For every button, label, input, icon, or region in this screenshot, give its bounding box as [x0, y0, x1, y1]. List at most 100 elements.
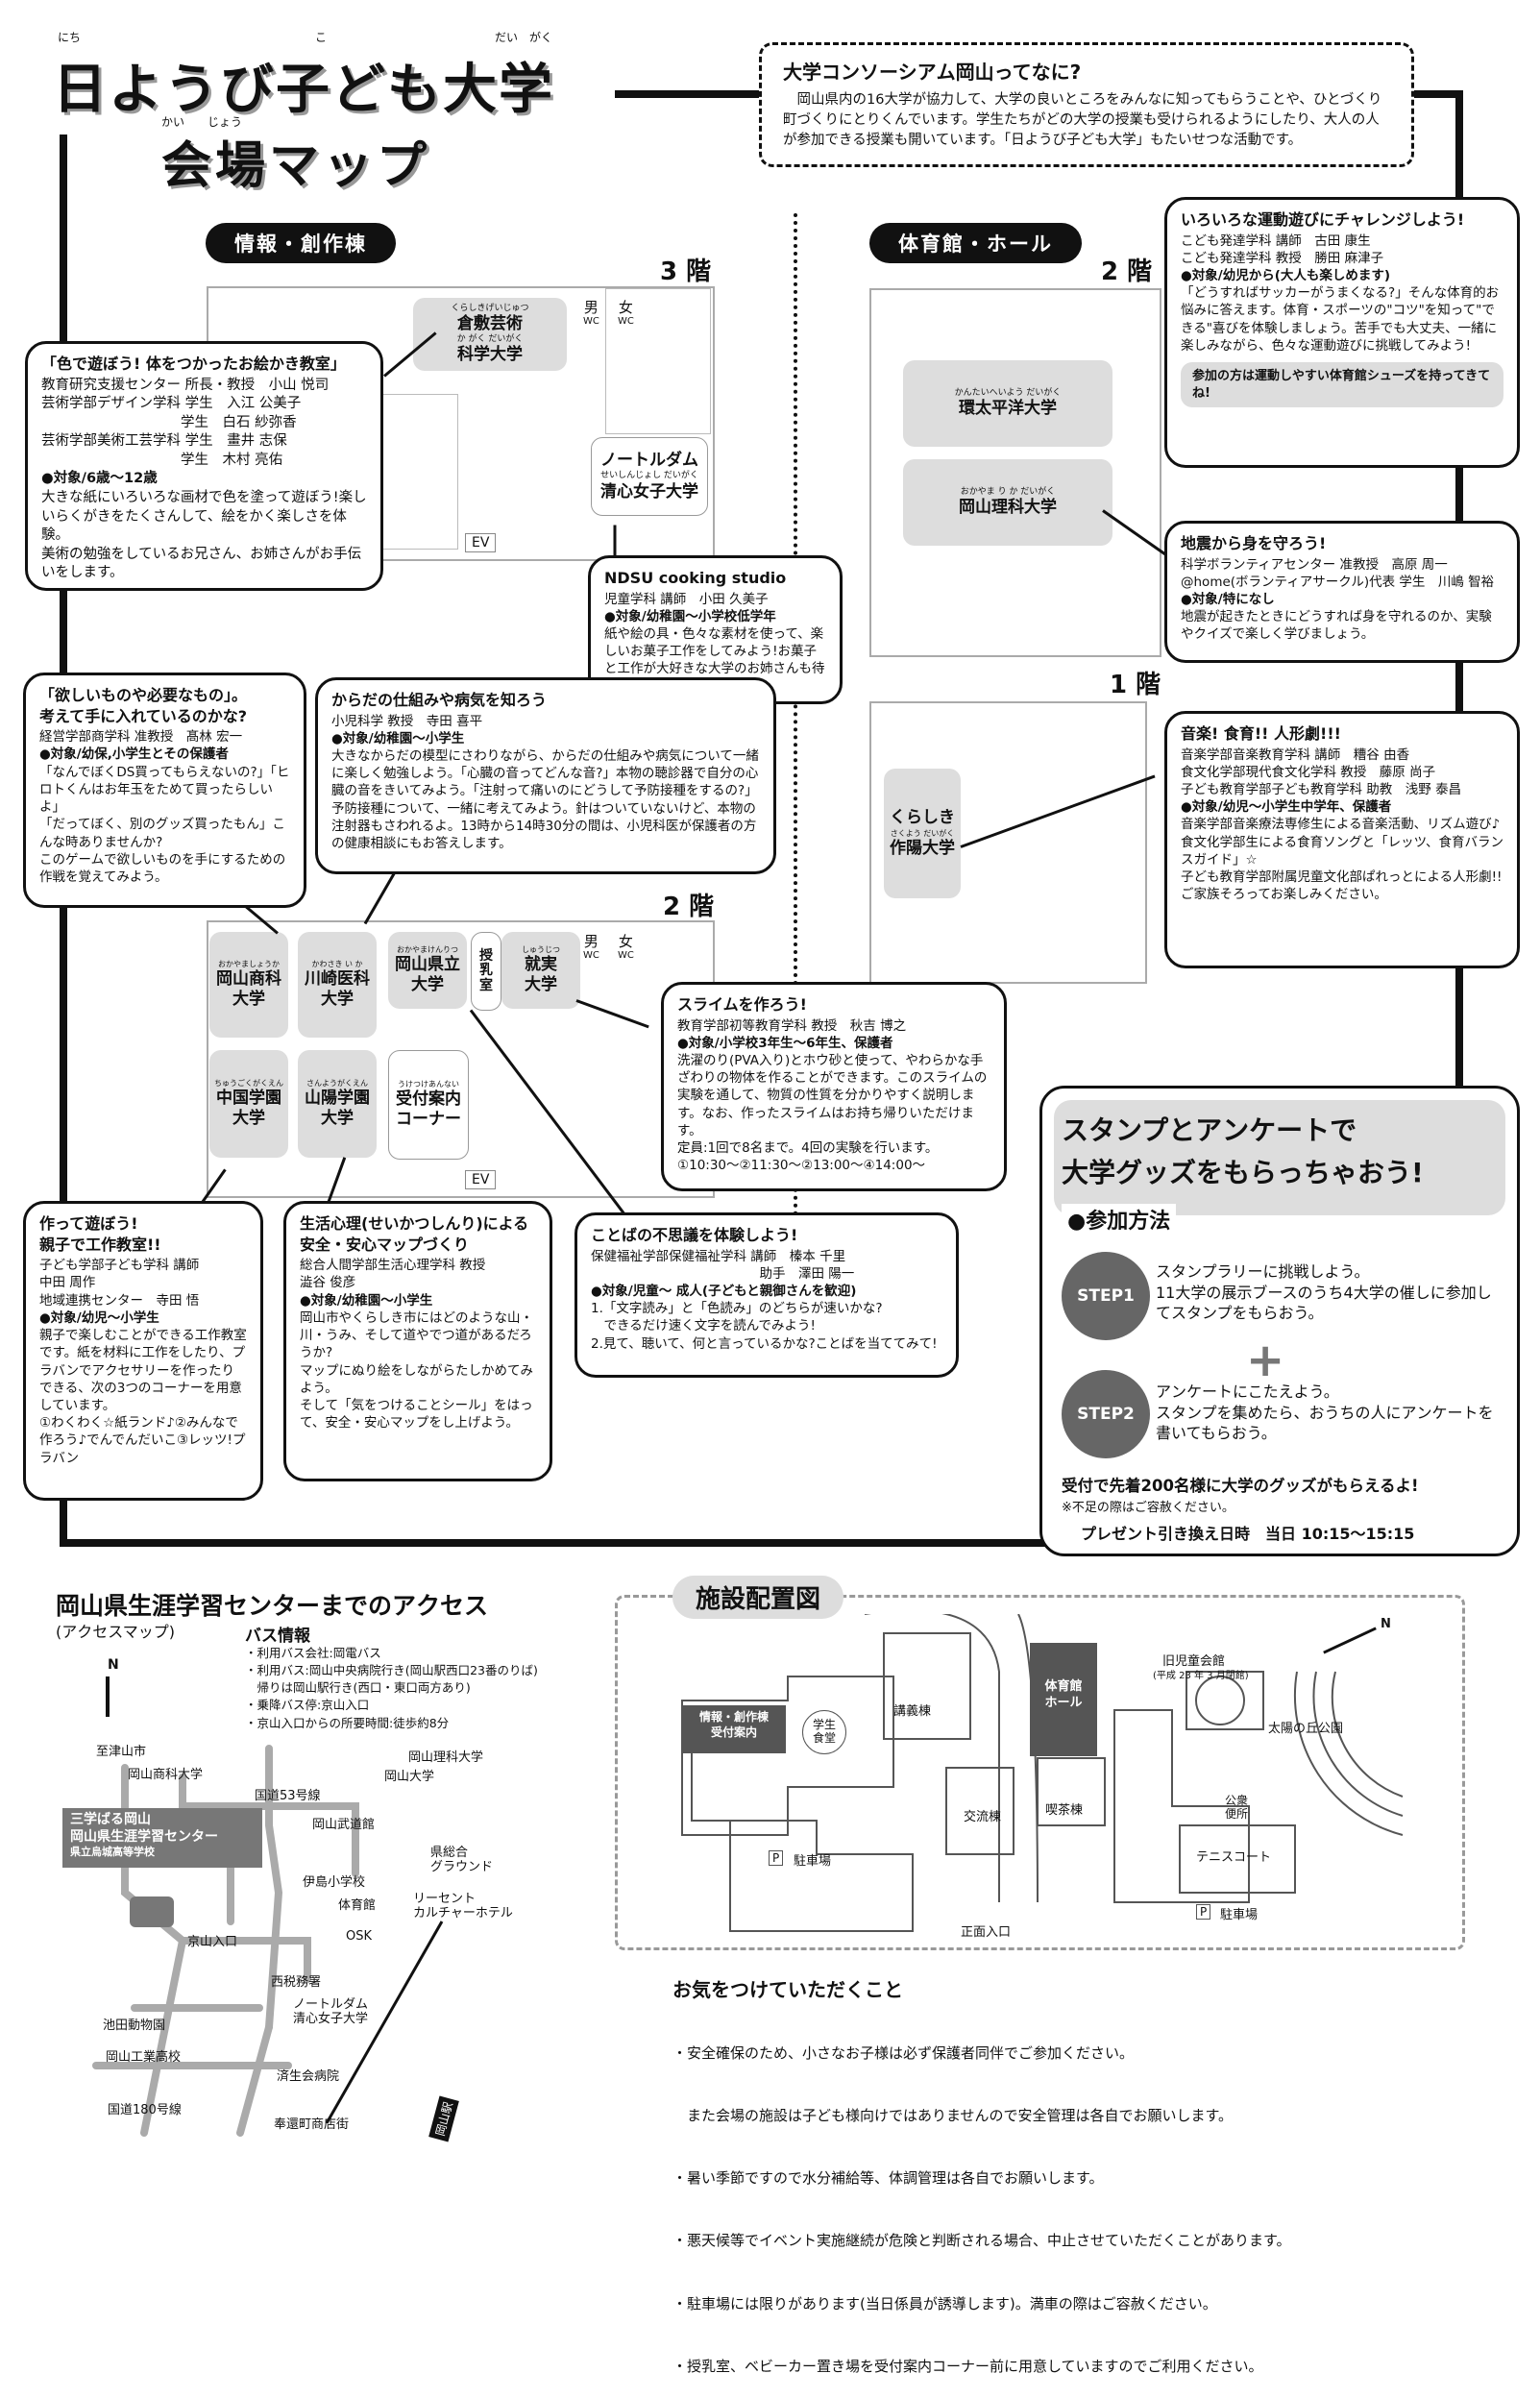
- divider-dotted: [794, 213, 797, 1232]
- page-subtitle: 会場マップ: [161, 137, 431, 195]
- room-okayama-shoka[interactable]: おかやましょうか 岡山商科 大学: [209, 932, 288, 1038]
- stamp-exchange: プレゼント引き換え日時 当日 10:15〜15:15: [1081, 1525, 1415, 1543]
- plus-icon: +: [1246, 1334, 1285, 1387]
- layout-label-kogi: 講義棟: [893, 1704, 932, 1719]
- ruby-ko: こ: [315, 31, 328, 44]
- ev-3f: EV: [465, 533, 497, 552]
- map-label-ijima: 伊島小学校: [303, 1875, 366, 1890]
- layout-label-gakusei: 学生 食堂: [802, 1710, 846, 1754]
- stamp-title-2: 大学グッズをもらっちゃおう!: [1062, 1157, 1424, 1188]
- room-okayama-rika[interactable]: おかやま り か だいがく 岡山理科大学: [903, 459, 1112, 546]
- layout-label-kyuu: 旧児童会館: [1162, 1654, 1226, 1669]
- room-chugoku-gakuen[interactable]: ちゅうごくがくえん 中国学園 大学: [209, 1050, 288, 1158]
- map-label-taiikukan: 体育館: [338, 1898, 377, 1913]
- bus-title: バス情報: [245, 1627, 310, 1646]
- layout-label-koryu: 交流棟: [964, 1810, 1002, 1824]
- section-label-left: 情報・創作棟: [206, 223, 396, 263]
- map-label-shitsuyama: 至津山市: [96, 1745, 147, 1759]
- stamp-note: ※不足の際はご容赦ください。: [1062, 1501, 1234, 1515]
- map-label-ground: 県総合 グラウンド: [430, 1846, 494, 1874]
- consortium-title: 大学コンソーシアム岡山ってなに?: [783, 61, 1082, 84]
- ev-2f: EV: [465, 1170, 497, 1189]
- layout-label-p1: P: [769, 1850, 784, 1866]
- title-ruby-row: にち こ だい がく: [58, 29, 634, 48]
- layout-map-box: [615, 1595, 1465, 1950]
- plan-room: [379, 394, 458, 550]
- room-okayama-kenritsu[interactable]: おかやまけんりつ 岡山県立 大学: [388, 932, 467, 1009]
- bubble-tail: [363, 869, 398, 925]
- room-uketsuke[interactable]: うけつけあんない 受付案内 コーナー: [388, 1050, 469, 1160]
- room-sanyo-gakuen[interactable]: さんようがくえん 山陽学園 大学: [298, 1050, 377, 1158]
- layout-label-toilet: 公衆 便所: [1225, 1794, 1249, 1821]
- bubble-karada: からだの仕組みや病気を知ろう 小児科学 教授 寺田 喜平 ●対象/幼稚園〜小学生…: [315, 677, 776, 874]
- map-label-kogyo: 岡山工業高校: [106, 2050, 182, 2065]
- bubble-oekaki: 「色で遊ぼう! 体をつかったお絵かき教室」 教育研究支援センター 所長・教授 小…: [25, 341, 383, 591]
- notice-list: ・安全確保のため、小さなお子様は必ず保護者同伴でご参加ください。 また会場の施設…: [672, 2001, 1291, 2398]
- notice-title: お気をつけていただくこと: [672, 1978, 903, 2001]
- map-label-hoshikan: 奉還町商店街: [274, 2117, 350, 2132]
- north-arrow: N: [108, 1657, 119, 1673]
- access-subtitle: (アクセスマップ): [56, 1623, 176, 1641]
- layout-label-p2: P: [1196, 1904, 1211, 1920]
- floor-left-2: 2 階: [663, 893, 715, 921]
- route-line: [60, 1539, 1462, 1547]
- stamp-prize: 受付で先着200名様に大学のグッズがもらえるよ!: [1062, 1477, 1419, 1495]
- center-label-box: 三学ばる岡山 岡山県生涯学習センター 県立烏城高等学校: [62, 1808, 262, 1868]
- section-label-right: 体育館・ホール: [869, 223, 1082, 263]
- map-label-rika: 岡山理科大学: [408, 1750, 484, 1765]
- floor-left-3: 3 階: [660, 257, 712, 286]
- room-notre-dame[interactable]: ノートルダム せいしんじょし だいがく 清心女子大学: [591, 437, 708, 516]
- room-shujitsu[interactable]: しゅうじつ 就実 大学: [501, 932, 580, 1009]
- step2-text: アンケートにこたえよう。 スタンプを集めたら、おうちの人にアンケートを書いてもら…: [1156, 1383, 1494, 1443]
- room-kurashiki-geijutsu[interactable]: くらしきげいじゅつ 倉敷芸術 か がく だいがく 科学大学: [413, 298, 567, 371]
- center-building-icon: [130, 1896, 174, 1927]
- floor-right-2: 2 階: [1101, 257, 1153, 286]
- bubble-undo: いろいろな運動遊びにチャレンジしよう! こども発達学科 講師 古田 康生 こども…: [1164, 197, 1520, 468]
- layout-map-drawing: [681, 1614, 1404, 1932]
- layout-label-parking1: 駐車場: [794, 1854, 832, 1869]
- bubble-seikatsu: 生活心理(せいかつしんり)による安全・安心マップづくり 総合人間学部生活心理学科…: [283, 1201, 552, 1481]
- notice-item: ・悪天候等でイベント実施継続が危険と判断される場合、中止させていただくことがあり…: [672, 2232, 1291, 2250]
- consortium-box: 大学コンソーシアム岡山ってなに? 岡山県内の16大学が協力して、大学の良いところ…: [759, 42, 1414, 167]
- notice-item: ・安全確保のため、小さなお子様は必ず保護者同伴でご参加ください。: [672, 2043, 1135, 2062]
- stamp-title-bg: [1054, 1100, 1505, 1215]
- map-label-shoka: 岡山商科大学: [128, 1768, 204, 1782]
- plan-room: [605, 288, 711, 434]
- layout-north: N: [1381, 1617, 1391, 1631]
- bubble-ongaku: 音楽! 食育!! 人形劇!!! 音楽学部音楽教育学科 講師 糟谷 由香 食文化学…: [1164, 711, 1520, 968]
- step1-badge: STEP1: [1062, 1252, 1150, 1340]
- undo-note: 参加の方は運動しやすい体育館シューズを持ってきてね!: [1181, 362, 1503, 408]
- room-kurashiki-sakuyo[interactable]: くらしき さくよう だいがく 作陽大学: [884, 769, 961, 898]
- map-label-route53: 国道53号線: [255, 1789, 321, 1803]
- ruby-daigaku: だい がく: [495, 31, 553, 44]
- map-label-budokan: 岡山武道館: [312, 1818, 376, 1832]
- access-map: [92, 1745, 444, 2137]
- map-label-resort: リーセント カルチャーホテル: [413, 1892, 513, 1921]
- notice-item: ・駐車場には限りがあります(当日係員が誘導します)。満車の際はご容赦ください。: [672, 2294, 1217, 2312]
- room-kantaiheiyo[interactable]: かんたいへいよう だいがく 環太平洋大学: [903, 360, 1112, 447]
- layout-label-gate: 正面入口: [961, 1925, 1012, 1940]
- route-line: [615, 90, 759, 98]
- bubble-slime: スライムを作ろう! 教育学部初等教育学科 教授 秋吉 博之 ●対象/小学校3年生…: [661, 982, 1007, 1191]
- layout-map-title: 施設配置図: [672, 1576, 844, 1619]
- stamp-how: ●参加方法: [1062, 1204, 1177, 1235]
- room-junyu[interactable]: 授 乳 室: [471, 932, 501, 1011]
- map-label-okadai: 岡山大学: [384, 1770, 435, 1784]
- map-label-kyoyama: 京山入口: [187, 1935, 238, 1949]
- layout-label-taiyou: 太陽の丘公園: [1268, 1722, 1344, 1736]
- bubble-jishin: 地震から身を守ろう! 科学ボランティアセンター 准教授 高原 周一 @home(…: [1164, 521, 1520, 663]
- bubble-kosaku: 作って遊ぼう! 親子で工作教室!! 子ども学部子ども学科 講師 中田 周作 地域…: [23, 1201, 263, 1501]
- bubble-kotoba: ことばの不思議を体験しよう! 保健福祉学部保健福祉学科 講師 榛本 千里 助手 …: [574, 1212, 959, 1378]
- step2-badge: STEP2: [1062, 1370, 1150, 1458]
- stamp-box: スタンプとアンケートで 大学グッズをもらっちゃおう! ●参加方法 STEP1 ス…: [1039, 1086, 1520, 1556]
- notice-item: ・授乳室、ベビーカー置き場を受付案内コーナー前に用意していますのでご利用ください…: [672, 2357, 1263, 2375]
- room-kawasaki-ika[interactable]: かわさき い か 川崎医科 大学: [298, 932, 377, 1038]
- layout-label-taiiku: 体育館 ホール: [1030, 1643, 1097, 1756]
- step1-text: スタンプラリーに挑戦しよう。 11大学の展示ブースのうち4大学の催しに参加してス…: [1156, 1262, 1492, 1323]
- map-label-nishizei: 西税務署: [271, 1975, 322, 1990]
- notice-item: また会場の施設は子ども様向けではありませんので安全管理は各自でお願いします。: [672, 2106, 1234, 2124]
